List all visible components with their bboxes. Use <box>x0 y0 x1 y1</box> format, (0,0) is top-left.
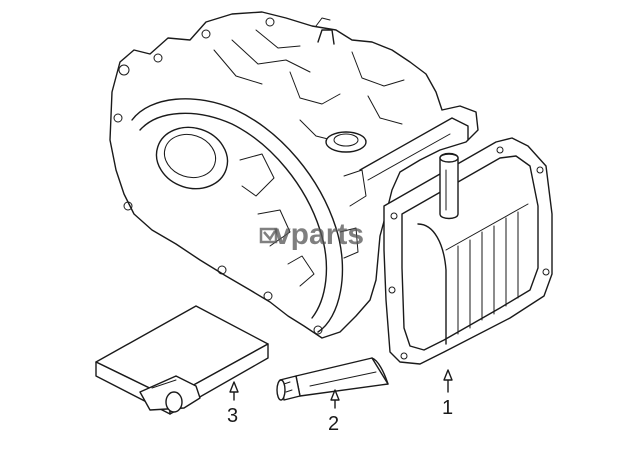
sealant-tube <box>276 357 389 401</box>
callout-3-label: 3 <box>227 405 238 427</box>
filter-kit <box>95 305 269 415</box>
transmission-housing <box>109 11 479 339</box>
vparts-logo-icon <box>259 227 278 244</box>
callout-2-label: 2 <box>328 413 339 435</box>
callout-1-label: 1 <box>442 397 453 419</box>
arrowhead-2 <box>330 389 340 401</box>
arrowhead-1 <box>443 369 453 381</box>
arrowhead-3 <box>229 381 239 393</box>
watermark-text: vparts <box>274 218 364 251</box>
oil-pan <box>383 137 553 365</box>
watermark: vparts <box>259 218 364 251</box>
callout-leaders <box>229 369 453 409</box>
